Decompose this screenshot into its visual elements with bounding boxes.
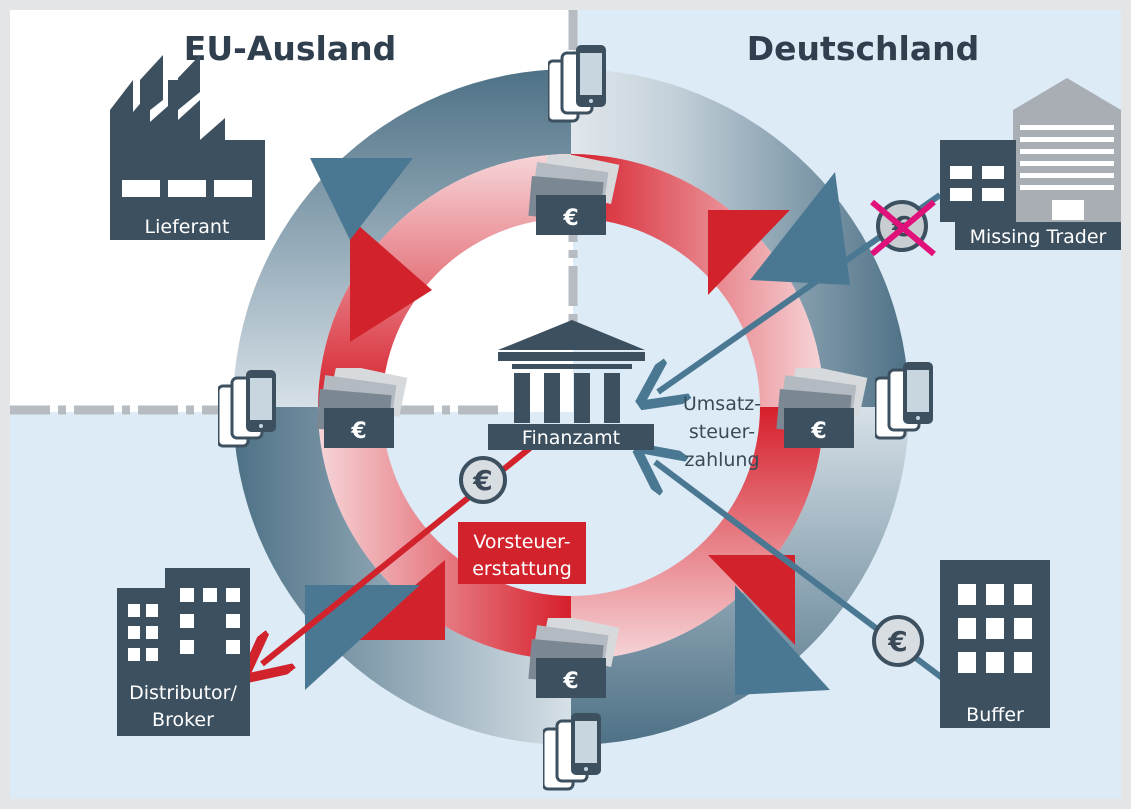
goods-arrowhead-bottom-right <box>735 585 830 695</box>
crossed-euro-coin-icon: € <box>870 199 936 257</box>
tax-payment-label: Umsatz- steuer- zahlung <box>683 393 761 471</box>
svg-text:€: € <box>810 419 826 444</box>
office-building-icon <box>940 140 1016 222</box>
banknote-stack-icon: € <box>776 368 868 448</box>
region-title-deutschland: Deutschland <box>747 29 979 68</box>
money-flow-ring <box>318 154 824 660</box>
svg-text:€: € <box>562 206 578 231</box>
finanzamt-building: Finanzamt <box>488 320 654 450</box>
buffer-building: Buffer <box>940 560 1050 728</box>
svg-text:€: € <box>887 625 907 658</box>
money-arrowhead-top-left <box>350 218 432 342</box>
factory-icon <box>110 55 265 212</box>
euro-coin-icon: € <box>459 456 507 504</box>
lieferant-factory: Lieferant <box>110 55 265 240</box>
finanzamt-label: Finanzamt <box>522 427 620 449</box>
svg-text:€: € <box>472 464 492 497</box>
missing-trader-label: Missing Trader <box>970 226 1107 248</box>
money-arrowhead-top-right <box>708 210 790 295</box>
input-tax-refund-label: Vorsteuer- erstattung <box>458 522 586 584</box>
office-building-icon <box>940 560 1050 700</box>
distributor-broker-building: Distributor/ Broker <box>117 568 250 736</box>
svg-text:€: € <box>562 669 578 694</box>
svg-text:steuer-: steuer- <box>689 421 755 443</box>
missing-trader-building: Missing Trader <box>940 78 1121 250</box>
warehouse-icon <box>1013 78 1121 222</box>
goods-arrowhead-top-left <box>310 158 413 240</box>
distributor-label: Distributor/ <box>129 682 237 704</box>
region-title-eu-ausland: EU-Ausland <box>184 29 396 68</box>
banknote-stack-icon: € <box>316 368 408 448</box>
svg-text:erstattung: erstattung <box>472 558 572 580</box>
buffer-label: Buffer <box>966 704 1024 726</box>
money-arrowhead-bottom-right <box>708 555 795 645</box>
lieferant-label: Lieferant <box>145 216 230 238</box>
goods-arrowhead-bottom-left <box>305 585 420 690</box>
banknote-stack-icon: € <box>528 618 620 698</box>
goods-arrowhead-top-right <box>750 172 850 285</box>
svg-text:Vorsteuer-: Vorsteuer- <box>473 531 570 553</box>
broker-label: Broker <box>152 709 214 731</box>
bank-icon <box>498 320 645 423</box>
svg-text:Umsatz-: Umsatz- <box>683 393 761 415</box>
euro-coin-icon: € <box>872 615 924 667</box>
office-building-icon <box>117 568 250 672</box>
svg-text:zahlung: zahlung <box>684 449 759 471</box>
banknote-stack-icon: € <box>528 155 620 235</box>
svg-text:€: € <box>350 419 366 444</box>
goods-flow-ring <box>233 69 909 745</box>
